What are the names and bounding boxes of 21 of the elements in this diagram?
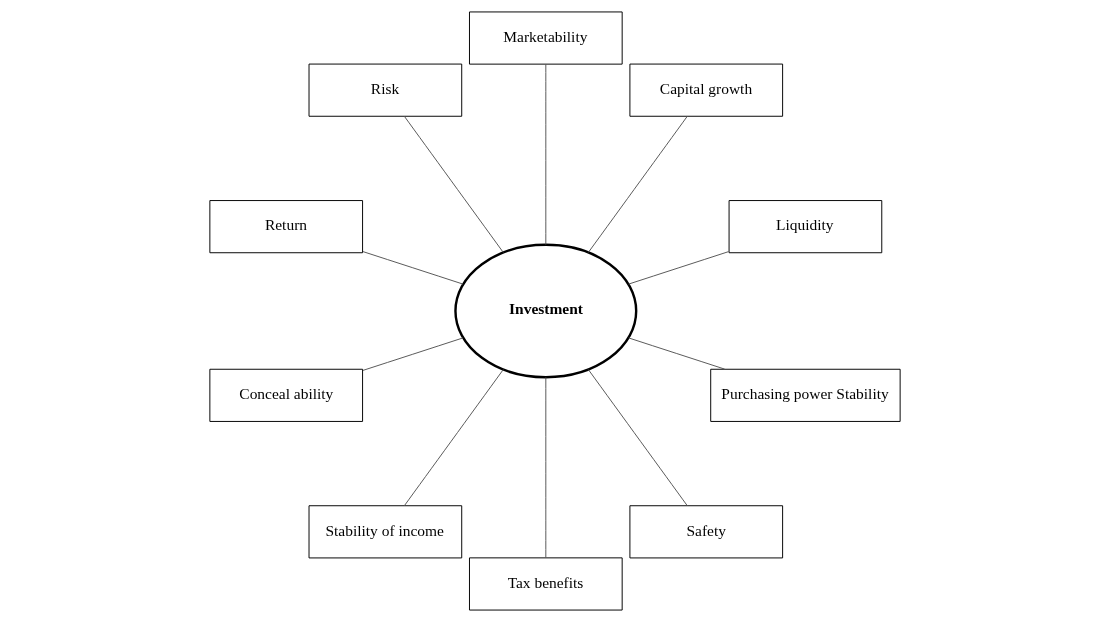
connector	[545, 63, 547, 246]
node-box: Risk	[308, 63, 463, 117]
node-box: Return	[209, 200, 364, 254]
node-ellipse: Investment	[454, 243, 638, 379]
node-box: Capital growth	[629, 63, 784, 117]
node-box: Stability of income	[308, 505, 463, 559]
connector	[362, 251, 464, 285]
node-box: Liquidity	[728, 200, 883, 254]
connector	[628, 337, 726, 370]
connector	[587, 369, 688, 507]
connector	[403, 369, 504, 507]
connector	[587, 115, 688, 253]
node-box: Marketability	[469, 11, 623, 65]
connector	[628, 251, 730, 285]
node-box: Purchasing power Stability	[710, 368, 901, 422]
node-box: Conceal ability	[209, 368, 364, 422]
connector	[403, 115, 504, 253]
connector	[545, 376, 547, 559]
node-box: Tax benefits	[469, 557, 623, 611]
node-box: Safety	[629, 505, 784, 559]
connector	[362, 337, 464, 371]
